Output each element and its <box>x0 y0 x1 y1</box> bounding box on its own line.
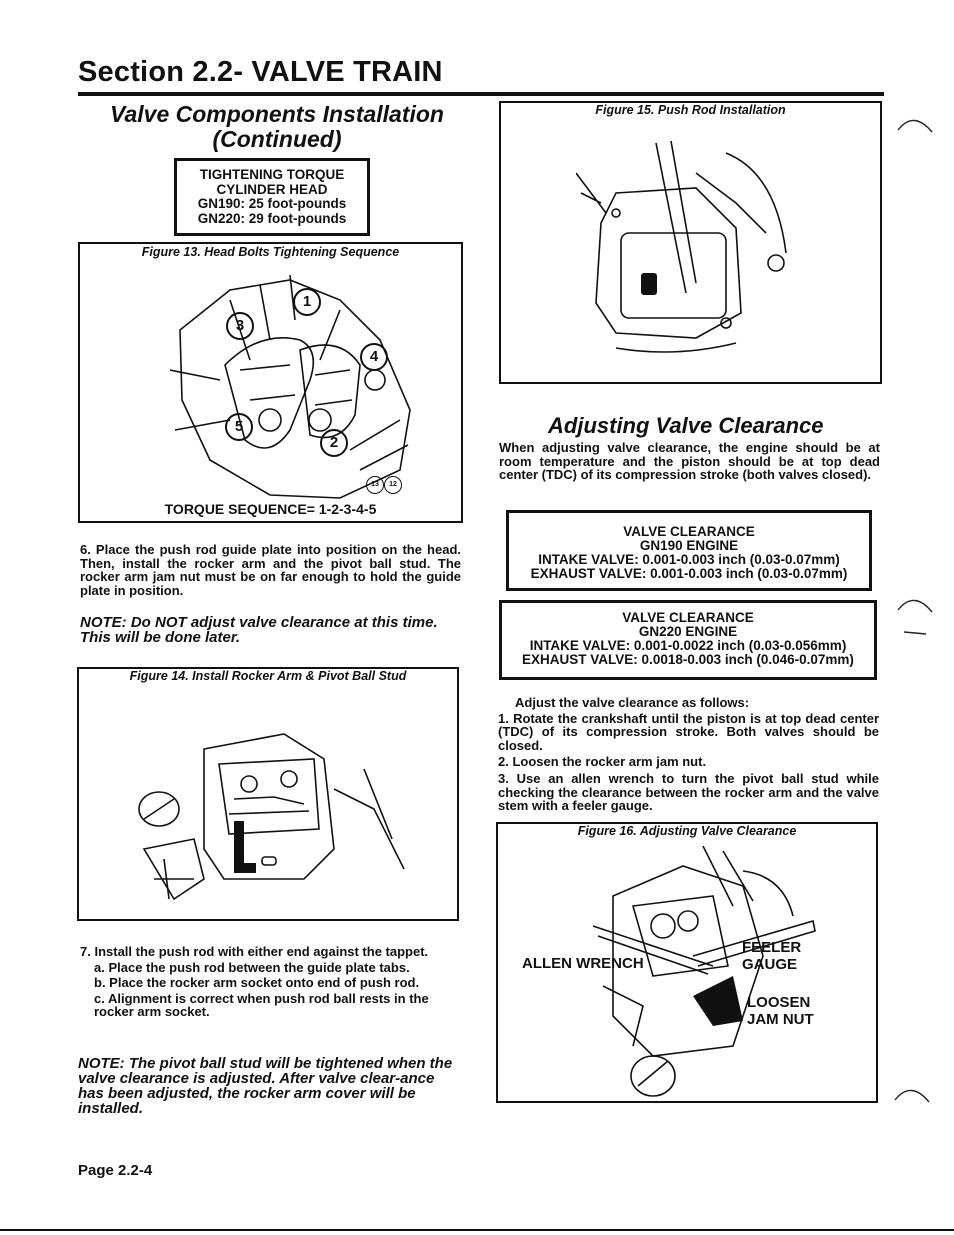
torque-line3: GN190: 25 foot-pounds <box>197 196 347 211</box>
step6-text: 6. Place the push rod guide plate into p… <box>80 542 461 598</box>
page-number: Page 2.2-4 <box>78 1162 153 1179</box>
procedure: Adjust the valve clearance as follows: 1… <box>498 696 879 813</box>
bottom-rule <box>0 1229 954 1231</box>
gn190-line1: VALVE CLEARANCE <box>623 524 755 539</box>
procedure-step1: 1. Rotate the crankshaft until the pisto… <box>498 710 879 753</box>
figure16-frame: Figure 16. Adjusting Valve Clearance ALL… <box>496 822 878 1103</box>
note-pivot-ball: NOTE: The pivot ball stud will be tighte… <box>78 1055 453 1117</box>
torque-sequence-label: TORQUE SEQUENCE= 1-2-3-4-5 <box>164 501 377 517</box>
procedure-intro: Adjust the valve clearance as follows: <box>515 695 750 710</box>
procedure-step3: 3. Use an allen wrench to turn the pivot… <box>498 770 879 814</box>
figure14-frame: Figure 14. Install Rocker Arm & Pivot Ba… <box>77 667 459 921</box>
bolt-label-1: 1 <box>293 288 321 316</box>
gn220-line1: VALVE CLEARANCE <box>622 610 754 625</box>
step7-a: a. Place the push rod between the guide … <box>94 959 410 975</box>
gn190-line3: INTAKE VALVE: 0.001-0.003 inch (0.03-0.0… <box>538 552 840 567</box>
header-rule <box>78 92 884 96</box>
gn220-line2: GN220 ENGINE <box>638 624 738 639</box>
figure15-caption: Figure 15. Push Rod Installation <box>595 103 786 117</box>
torque-line4: GN220: 29 foot-pounds <box>197 210 347 226</box>
rocker-arm-illustration <box>138 733 405 901</box>
torque-line1: TIGHTENING TORQUE <box>199 167 345 182</box>
gn190-line2: GN190 ENGINE <box>639 538 739 553</box>
figure16-caption: Figure 16. Adjusting Valve Clearance <box>577 824 797 838</box>
figure13-caption: Figure 13. Head Bolts Tightening Sequenc… <box>141 245 400 259</box>
gn220-line3: INTAKE VALVE: 0.001-0.0022 inch (0.03-0.… <box>529 638 847 653</box>
bolt-label-4: 4 <box>360 343 388 371</box>
small-label-12: 12 <box>384 476 402 494</box>
subheading: Valve Components Installation (Continued… <box>92 102 462 152</box>
punch-hole-mark-middle <box>897 599 933 635</box>
torque-line2: CYLINDER HEAD <box>216 181 328 197</box>
adjusting-intro: When adjusting valve clearance, the engi… <box>499 440 880 483</box>
valve-clearance-illustration <box>593 846 816 1097</box>
subheading-line1: Valve Components Installation <box>110 101 444 127</box>
label-feeler-line2: GAUGE <box>742 956 798 973</box>
gn220-line4: EXHAUST VALVE: 0.0018-0.003 inch (0.046-… <box>522 652 854 667</box>
label-loosen-line2: JAM NUT <box>747 1011 814 1028</box>
label-allen-wrench: ALLEN WRENCH <box>522 955 644 972</box>
clearance-gn190-box: VALVE CLEARANCE GN190 ENGINE INTAKE VALV… <box>506 510 872 591</box>
step7-b: b. Place the rocker arm socket onto end … <box>94 975 420 991</box>
figure14-caption: Figure 14. Install Rocker Arm & Pivot Ba… <box>129 669 407 683</box>
torque-box: TIGHTENING TORQUE CYLINDER HEAD GN190: 2… <box>174 158 370 236</box>
step7-c: c. Alignment is correct when push rod ba… <box>94 990 429 1020</box>
step7: 7. Install the push rod with either end … <box>80 945 464 1019</box>
figure13-frame: Figure 13. Head Bolts Tightening Sequenc… <box>78 242 463 523</box>
label-feeler-gauge: FEELER GAUGE <box>742 939 801 973</box>
label-loosen-jam-nut: LOOSEN JAM NUT <box>747 994 814 1028</box>
adjusting-heading: Adjusting Valve Clearance <box>548 413 824 438</box>
gn190-line4: EXHAUST VALVE: 0.001-0.003 inch (0.03-0.… <box>530 566 848 581</box>
section-title: Section 2.2- VALVE TRAIN <box>78 56 443 88</box>
bolt-label-2: 2 <box>320 429 348 457</box>
label-feeler-line1: FEELER <box>742 939 802 956</box>
note-do-not-adjust: NOTE: Do NOT adjust valve clearance at t… <box>80 614 438 646</box>
push-rod-illustration <box>576 140 787 353</box>
figure15-frame: Figure 15. Push Rod Installation <box>499 101 882 384</box>
clearance-gn220-box: VALVE CLEARANCE GN220 ENGINE INTAKE VALV… <box>499 600 877 680</box>
punch-hole-mark-top <box>897 119 933 133</box>
subheading-line2: (Continued) <box>212 126 342 152</box>
bolt-label-5: 5 <box>225 413 253 441</box>
punch-hole-mark-bottom <box>894 1089 930 1103</box>
label-loosen-line1: LOOSEN <box>747 994 811 1011</box>
procedure-step2: 2. Loosen the rocker arm jam nut. <box>498 754 707 770</box>
small-label-13: 13 <box>366 476 384 494</box>
step7-main: 7. Install the push rod with either end … <box>80 944 429 959</box>
bolt-label-3: 3 <box>226 312 254 340</box>
